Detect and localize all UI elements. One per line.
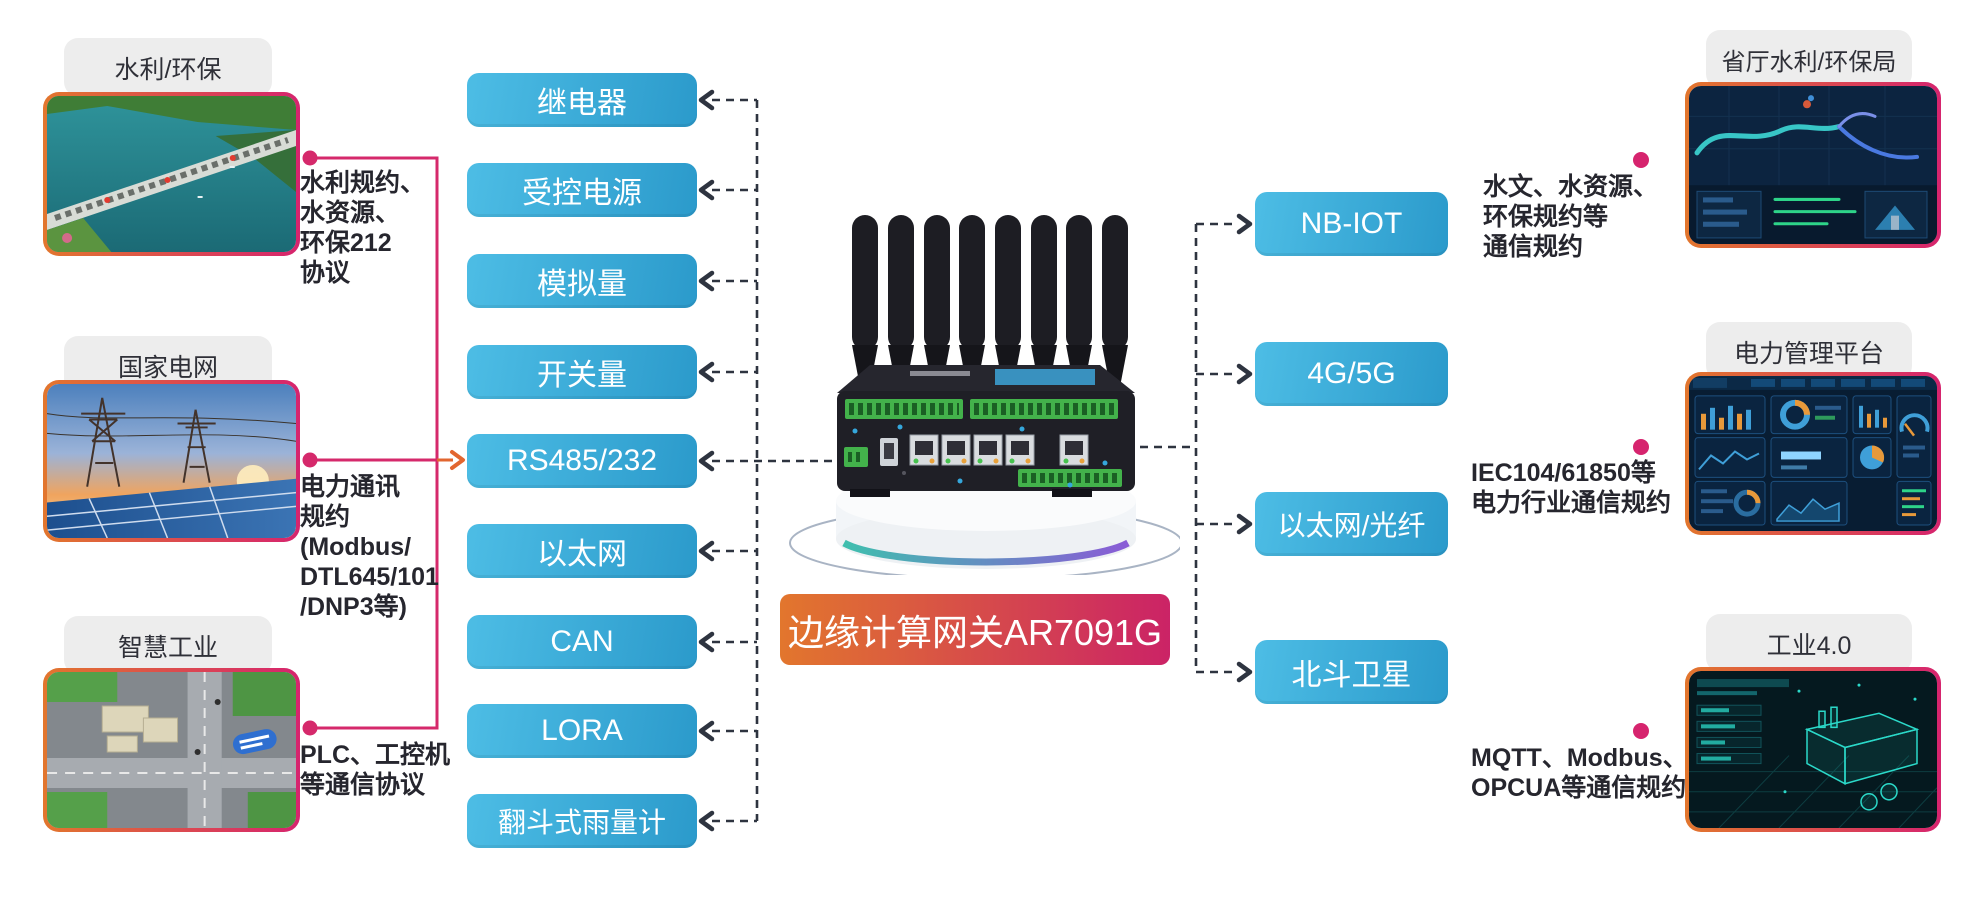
arrow-left-icons <box>698 89 715 832</box>
uplink-node-4g5g: 4G/5G <box>1255 342 1448 406</box>
interface-node-ethernet: 以太网 <box>467 524 697 578</box>
uplink-node-ethernet-fiber: 以太网/光纤 <box>1255 492 1448 556</box>
gateway-badge: 边缘计算网关AR7091G <box>780 594 1170 665</box>
protocol-text-industry: PLC、工控机 等通信协议 <box>300 741 451 799</box>
left-interface-dashed-connectors <box>712 98 836 823</box>
interface-node-lora: LORA <box>467 704 697 758</box>
source-image-industry <box>43 668 300 832</box>
interface-node-analog: 模拟量 <box>467 254 697 308</box>
antennas <box>852 215 1128 392</box>
destination-tab-bureau: 省厅水利/环保局 <box>1706 30 1912 88</box>
destination-image-power-platform <box>1685 372 1941 535</box>
interface-node-digital: 开关量 <box>467 345 697 399</box>
destination-image-bureau <box>1685 82 1941 248</box>
source-tab-industry-label: 智慧工业 <box>117 634 218 662</box>
smart-industry-photo <box>47 672 296 828</box>
protocol-text-iec: IEC104/61850等 电力行业通信规约 <box>1471 459 1672 517</box>
right-connector-dots <box>1633 152 1649 739</box>
interface-label: 受控电源 <box>522 177 642 210</box>
source-image-water <box>43 92 300 256</box>
protocol-text-mqtt: MQTT、Modbus、 OPCUA等通信规约 <box>1471 744 1688 802</box>
uplink-node-nbiot: NB-IOT <box>1255 192 1448 256</box>
interface-node-power: 受控电源 <box>467 163 697 217</box>
uplink-label: 以太网/光纤 <box>1277 510 1426 541</box>
arrow-right-icons <box>1236 213 1253 683</box>
destination-image-industry40 <box>1685 667 1941 832</box>
ports <box>880 434 1089 475</box>
interface-node-can: CAN <box>467 615 697 669</box>
source-tab-water-label: 水利/环保 <box>114 56 222 84</box>
gateway-badge-label: 边缘计算网关AR7091G <box>787 611 1163 653</box>
source-tab-industry: 智慧工业 <box>64 616 272 674</box>
uplink-label: 北斗卫星 <box>1291 659 1412 692</box>
interface-label: 翻斗式雨量计 <box>497 807 666 838</box>
destination-tab-power-platform: 电力管理平台 <box>1706 322 1912 380</box>
industry40-photo <box>1689 671 1937 828</box>
interface-label: 开关量 <box>537 359 627 392</box>
protocol-text-water: 水利规约、 水资源、 环保212 协议 <box>300 169 426 287</box>
interface-node-relay: 继电器 <box>467 73 697 127</box>
power-dashboard-photo <box>1689 376 1937 531</box>
interface-node-rain-gauge: 翻斗式雨量计 <box>467 794 697 848</box>
interface-label: 继电器 <box>537 87 627 120</box>
gateway-device-photo <box>789 215 1180 575</box>
protocol-text-grid: 电力通讯 规约 (Modbus/ DTL645/101 /DNP3等) <box>300 473 439 621</box>
interface-label: 模拟量 <box>537 268 627 301</box>
dam-photo <box>47 96 296 252</box>
interface-node-rs485: RS485/232 <box>467 434 697 488</box>
arrow-right-icon <box>450 450 465 470</box>
protocol-text-hydrology: 水文、水资源、 环保规约等 通信规约 <box>1483 173 1659 261</box>
right-uplink-dashed-connectors <box>1140 222 1238 674</box>
interface-label: 以太网 <box>537 538 627 571</box>
destination-tab-industry40-label: 工业4.0 <box>1766 632 1852 660</box>
source-tab-water: 水利/环保 <box>64 38 272 96</box>
interface-label: LORA <box>541 714 623 747</box>
water-dashboard-photo <box>1689 86 1937 244</box>
destination-tab-industry40: 工业4.0 <box>1706 614 1912 672</box>
left-protocol-connectors <box>310 156 439 730</box>
device-body <box>837 365 1135 497</box>
uplink-node-beidou: 北斗卫星 <box>1255 640 1448 704</box>
destination-tab-power-label: 电力管理平台 <box>1733 340 1884 368</box>
uplink-label: NB-IOT <box>1300 207 1403 240</box>
source-tab-grid-label: 国家电网 <box>117 354 218 382</box>
left-connector-dots <box>302 150 318 736</box>
right-protocol-connectors <box>1196 158 1634 733</box>
power-towers-photo <box>47 384 296 538</box>
interface-label: CAN <box>550 625 614 658</box>
source-image-grid <box>43 380 300 542</box>
interface-label: RS485/232 <box>506 444 658 477</box>
uplink-label: 4G/5G <box>1307 357 1396 390</box>
destination-tab-bureau-label: 省厅水利/环保局 <box>1721 49 1897 76</box>
